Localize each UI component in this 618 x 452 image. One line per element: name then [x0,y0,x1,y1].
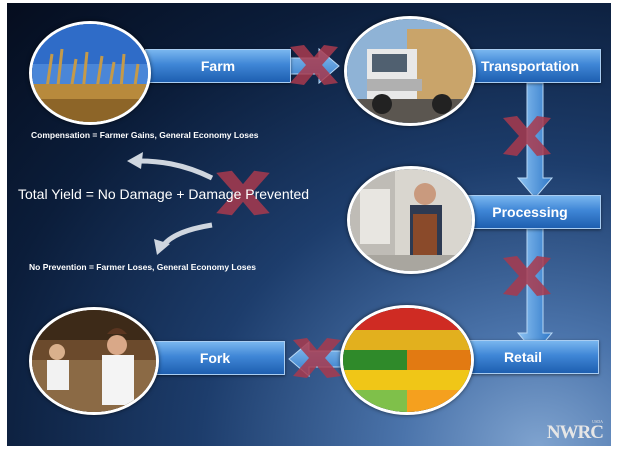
total-yield-text: Total Yield = No Damage + Damage Prevent… [18,186,310,202]
x-mark-icon [290,45,338,85]
nwrc-logo: USDA NWRC [546,419,604,443]
truck-photo [344,16,476,126]
retail-label: Retail [503,349,543,365]
fork-bar: Fork [145,341,285,375]
processing-worker-photo [347,166,475,274]
farm-label: Farm [200,58,236,74]
logo-main-text: NWRC [546,422,604,443]
no-prevention-text: No Prevention = Farmer Loses, General Ec… [29,262,256,272]
transportation-bar: Transportation [459,49,601,83]
x-mark-icon [293,338,341,378]
transportation-label: Transportation [480,58,579,74]
x-mark-icon [503,116,551,156]
processing-bar: Processing [459,195,601,229]
fork-label: Fork [199,350,231,366]
compensation-text: Compensation = Farmer Gains, General Eco… [31,130,259,140]
processing-label: Processing [492,204,568,220]
chef-kitchen-photo [29,307,159,415]
x-mark-icon [216,170,270,216]
retail-produce-photo [340,305,474,415]
slide: Farm Transportation Processing Retail Fo… [7,3,611,446]
curved-arrow-up [138,158,214,181]
logo-top-text: USDA [592,419,603,424]
x-mark-icon [503,256,551,296]
wheat-photo [29,21,151,125]
farm-bar: Farm [145,49,291,83]
curved-arrow-down [160,222,213,248]
